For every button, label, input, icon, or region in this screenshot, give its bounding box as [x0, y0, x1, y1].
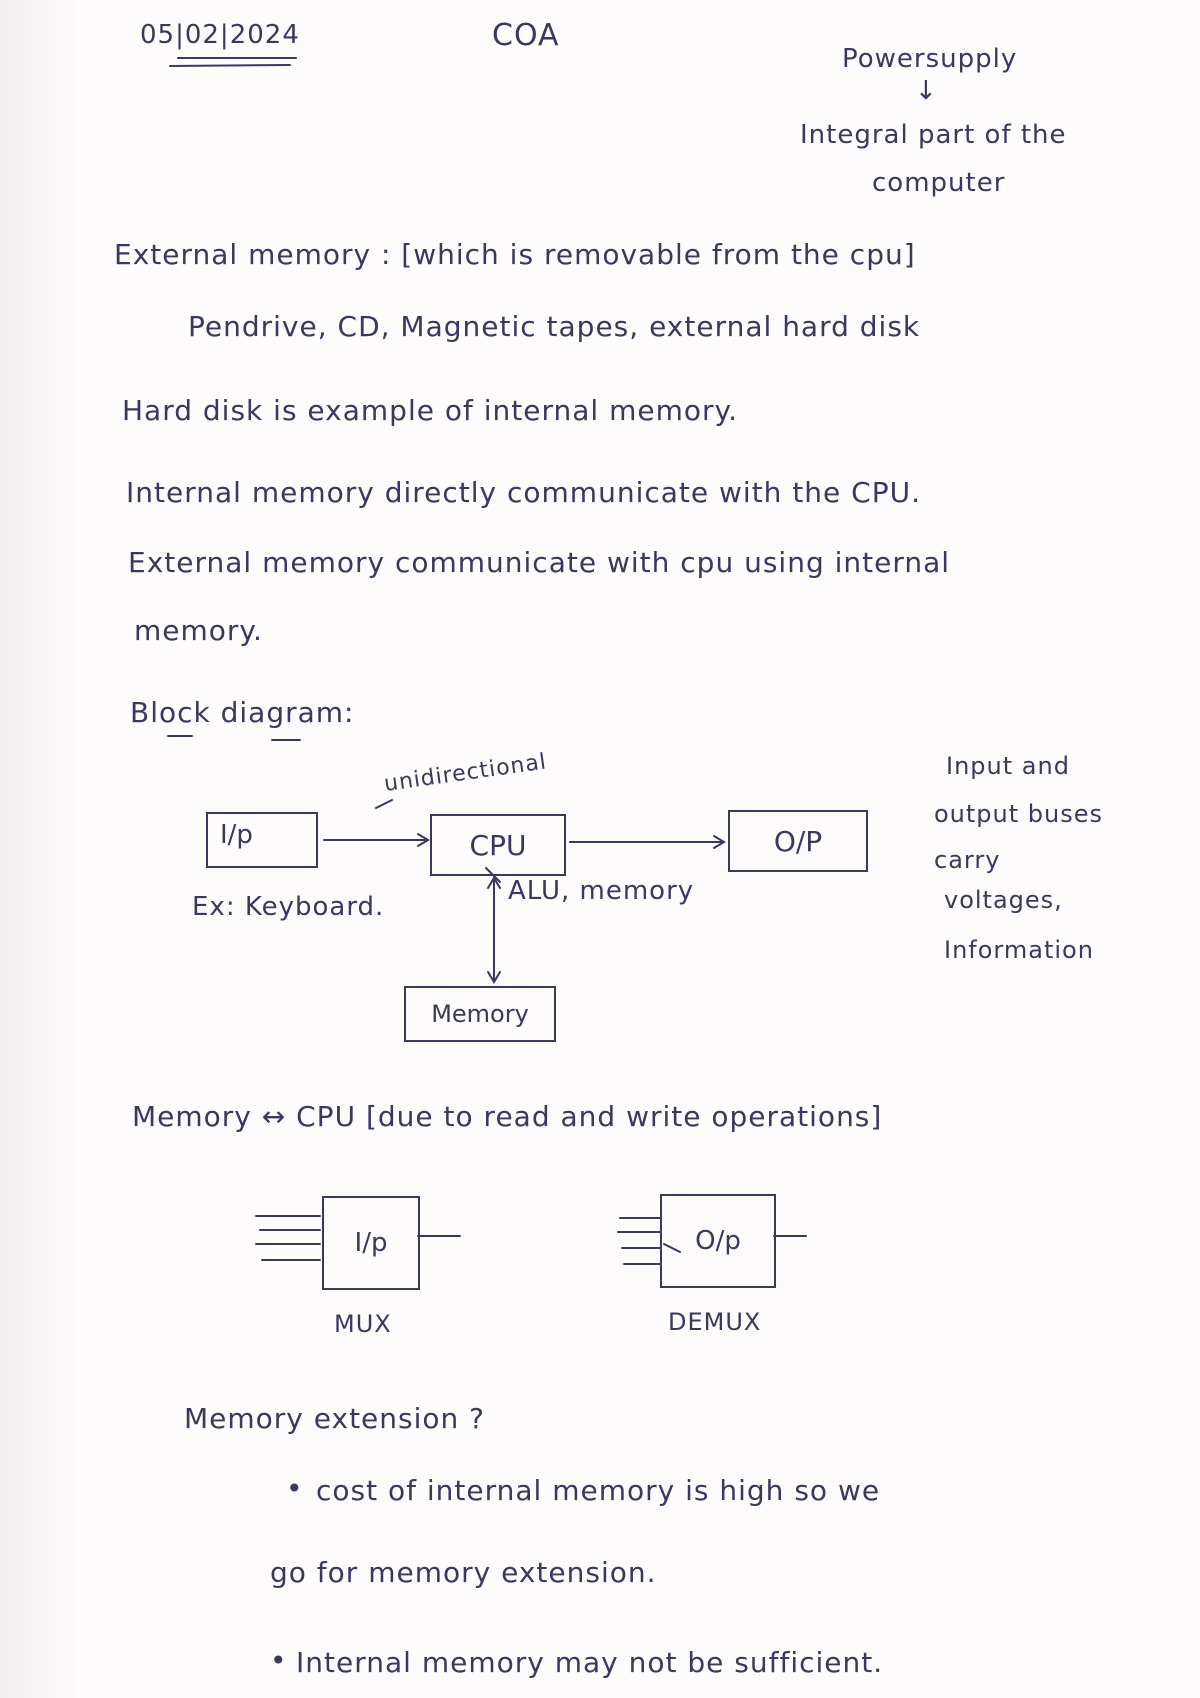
- memory-extension-title: Memory extension ?: [184, 1402, 486, 1435]
- external-memory-examples: Pendrive, CD, Magnetic tapes, external h…: [188, 310, 921, 343]
- bullet2-marker: •: [270, 1644, 288, 1677]
- external-communication-line2: memory.: [134, 614, 263, 647]
- cpu-box: CPU: [430, 814, 566, 876]
- bullet1-marker: •: [286, 1472, 304, 1505]
- subject-heading: COA: [492, 18, 560, 53]
- integral-part-line1: Integral part of the: [800, 120, 1067, 150]
- hard-disk-note: Hard disk is example of internal memory.: [122, 394, 738, 427]
- keyboard-example: Ex: Keyboard.: [192, 892, 385, 922]
- memory-box: Memory: [404, 986, 556, 1042]
- side-note-line2: output buses: [934, 800, 1104, 828]
- block-diagram-title: Block diagram:: [130, 696, 355, 729]
- date-heading: 05|02|2024: [140, 20, 300, 50]
- external-communication-line1: External memory communicate with cpu usi…: [128, 546, 951, 579]
- extension-reason-1-line1: cost of internal memory is high so we: [316, 1474, 881, 1507]
- page-margin-shadow: [0, 0, 74, 1698]
- extension-reason-1-line2: go for memory extension.: [270, 1556, 657, 1589]
- external-memory-definition: External memory : [which is removable fr…: [114, 238, 916, 271]
- memory-cpu-relation: Memory ↔ CPU [due to read and write oper…: [132, 1100, 883, 1133]
- input-box: I/p: [206, 812, 318, 868]
- output-box: O/P: [728, 810, 868, 872]
- extension-reason-2: Internal memory may not be sufficient.: [296, 1646, 884, 1679]
- integral-part-line2: computer: [872, 168, 1006, 198]
- mux-label: MUX: [334, 1310, 392, 1338]
- date-underline-2: [169, 64, 291, 67]
- power-supply-note: Powersupply: [842, 44, 1018, 74]
- side-note-line1: Input and: [946, 752, 1070, 780]
- demux-box: O/p: [660, 1194, 776, 1288]
- mux-box: I/p: [322, 1196, 420, 1290]
- down-arrow-icon: ↓: [915, 76, 938, 106]
- internal-memory-note: Internal memory directly communicate wit…: [126, 476, 921, 509]
- side-note-line5: Information: [944, 936, 1094, 964]
- demux-label: DEMUX: [668, 1308, 762, 1336]
- side-note-line4: voltages,: [944, 886, 1063, 914]
- side-note-line3: carry: [934, 846, 1001, 874]
- alu-memory-label: ALU, memory: [508, 876, 695, 906]
